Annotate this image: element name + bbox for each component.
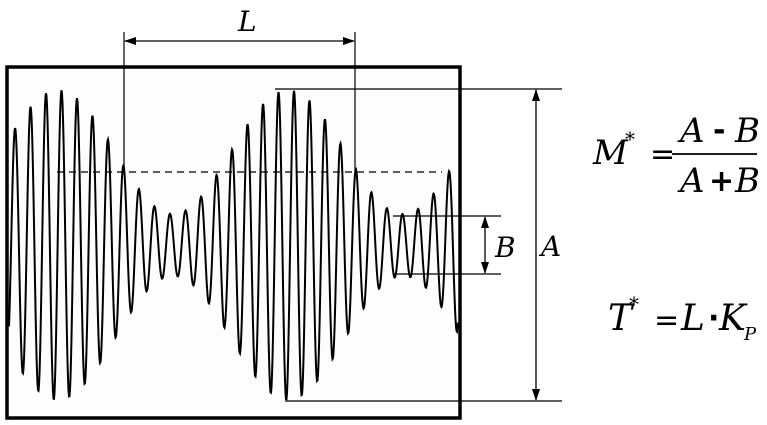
t-k: K [718,298,748,339]
m-numerator-a: A [677,111,705,151]
m-numerator-b: B [734,111,760,151]
am-waveform [8,90,459,401]
t-dot: · [708,301,719,336]
t-k-subscript: P [743,324,757,345]
m-denominator-a: A [677,161,705,201]
modulation-depth-formula: M * = A - B A + B [592,111,760,201]
m-star: * [625,127,635,151]
period-formula: T * = L · K P [608,292,757,345]
t-star: * [629,292,639,316]
l-label: L [237,5,257,38]
t-l: L [680,298,705,339]
b-label: B [494,231,516,264]
a-label: A [538,230,561,263]
t-symbol: T [608,298,635,339]
m-symbol: M [592,133,629,173]
t-equals: = [654,303,679,338]
m-denominator-plus: + [709,164,734,199]
m-equals: = [650,137,675,172]
m-denominator-b: B [734,161,760,201]
m-numerator-minus: - [713,113,725,148]
